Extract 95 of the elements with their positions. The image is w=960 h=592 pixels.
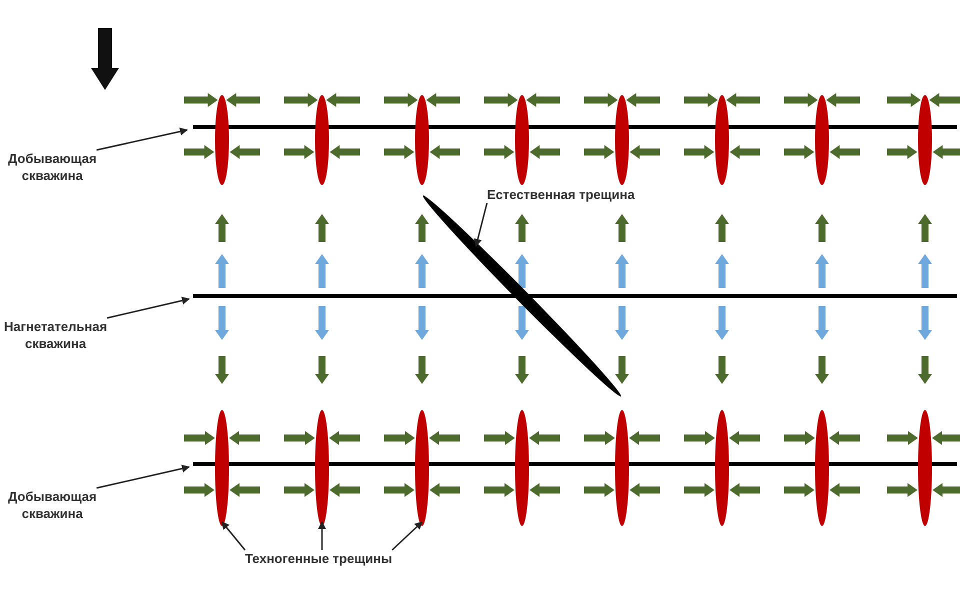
flow-arrow xyxy=(326,93,360,107)
fracture-ellipse xyxy=(515,410,529,526)
flow-arrow xyxy=(284,145,314,159)
flow-arrow xyxy=(184,483,214,497)
flow-arrow xyxy=(384,145,414,159)
fracture-ellipse xyxy=(918,410,932,526)
flow-arrow xyxy=(887,145,918,159)
flow-arrow xyxy=(829,431,860,445)
fracture-ellipse xyxy=(815,410,829,526)
leader-line xyxy=(106,296,190,319)
well-line xyxy=(193,462,957,466)
flow-arrow xyxy=(684,483,714,497)
flow-arrow xyxy=(629,431,660,445)
flow-arrow xyxy=(330,483,360,497)
flow-arrow xyxy=(329,431,360,445)
flow-arrow xyxy=(584,93,618,107)
fracture-ellipse xyxy=(315,95,329,185)
flow-arrow xyxy=(729,431,760,445)
flow-arrow xyxy=(384,93,418,107)
flow-arrow xyxy=(932,483,960,497)
flow-arrow xyxy=(184,145,214,159)
flow-arrow xyxy=(830,145,860,159)
fracture-ellipse xyxy=(415,410,429,526)
leader-line xyxy=(318,521,326,550)
flow-arrow xyxy=(684,431,715,445)
flow-arrow xyxy=(284,483,314,497)
leader-line xyxy=(474,202,488,247)
flow-arrow xyxy=(630,145,660,159)
flow-arrow xyxy=(484,93,518,107)
fracture-ellipse xyxy=(515,95,529,185)
fracture-ellipse xyxy=(215,410,229,526)
flow-arrow xyxy=(384,431,415,445)
flow-arrow xyxy=(330,145,360,159)
leader-line xyxy=(221,521,246,550)
flow-arrow xyxy=(430,145,460,159)
well-label: Добывающая скважина xyxy=(8,150,97,184)
flow-arrow xyxy=(484,483,514,497)
fracture-ellipse xyxy=(215,95,229,185)
flow-arrow xyxy=(529,431,560,445)
flow-arrow xyxy=(584,431,615,445)
leader-line xyxy=(96,128,188,151)
flow-arrow xyxy=(630,483,660,497)
flow-arrow xyxy=(887,93,921,107)
fracture-ellipse xyxy=(715,95,729,185)
fracture-ellipse xyxy=(615,410,629,526)
flow-arrow xyxy=(229,431,260,445)
flow-arrow xyxy=(430,483,460,497)
well-line xyxy=(193,125,957,129)
well-line xyxy=(193,294,957,298)
flow-arrow xyxy=(530,483,560,497)
flow-arrow xyxy=(887,431,918,445)
flow-arrow xyxy=(530,145,560,159)
flow-arrow xyxy=(784,431,815,445)
flow-arrow xyxy=(384,483,414,497)
flow-arrow xyxy=(784,93,818,107)
flow-arrow xyxy=(226,93,260,107)
flow-arrow xyxy=(626,93,660,107)
flow-arrow xyxy=(230,483,260,497)
flow-arrow xyxy=(484,145,514,159)
flow-arrow xyxy=(684,93,718,107)
flow-arrow xyxy=(784,145,814,159)
flow-arrow xyxy=(887,483,918,497)
flow-arrow xyxy=(830,483,860,497)
flow-arrow xyxy=(730,483,760,497)
fracture-label: Естественная трещина xyxy=(487,186,635,203)
flow-arrow xyxy=(584,145,614,159)
well-label: Добывающая скважина xyxy=(8,488,97,522)
flow-arrow xyxy=(184,431,215,445)
leader-line xyxy=(392,521,423,551)
flow-arrow xyxy=(826,93,860,107)
flow-arrow xyxy=(284,431,315,445)
fracture-ellipse xyxy=(815,95,829,185)
fracture-ellipse xyxy=(415,95,429,185)
flow-arrow xyxy=(230,145,260,159)
flow-arrow xyxy=(429,431,460,445)
fracture-ellipse xyxy=(715,410,729,526)
fracture-ellipse xyxy=(315,410,329,526)
flow-arrow xyxy=(526,93,560,107)
flow-arrow xyxy=(730,145,760,159)
flow-arrow xyxy=(584,483,614,497)
flow-arrow xyxy=(726,93,760,107)
flow-arrow xyxy=(932,431,960,445)
flow-arrow xyxy=(484,431,515,445)
flow-arrow xyxy=(929,93,960,107)
fracture-ellipse xyxy=(918,95,932,185)
flow-arrow xyxy=(684,145,714,159)
well-label: Нагнетательная скважина xyxy=(4,318,108,352)
leader-line xyxy=(96,464,190,489)
fracture-ellipse xyxy=(615,95,629,185)
flow-arrow xyxy=(932,145,960,159)
flow-arrow xyxy=(426,93,460,107)
flow-arrow xyxy=(284,93,318,107)
fracture-label: Техногенные трещины xyxy=(245,550,392,567)
flow-arrow xyxy=(784,483,814,497)
flow-arrow xyxy=(184,93,218,107)
